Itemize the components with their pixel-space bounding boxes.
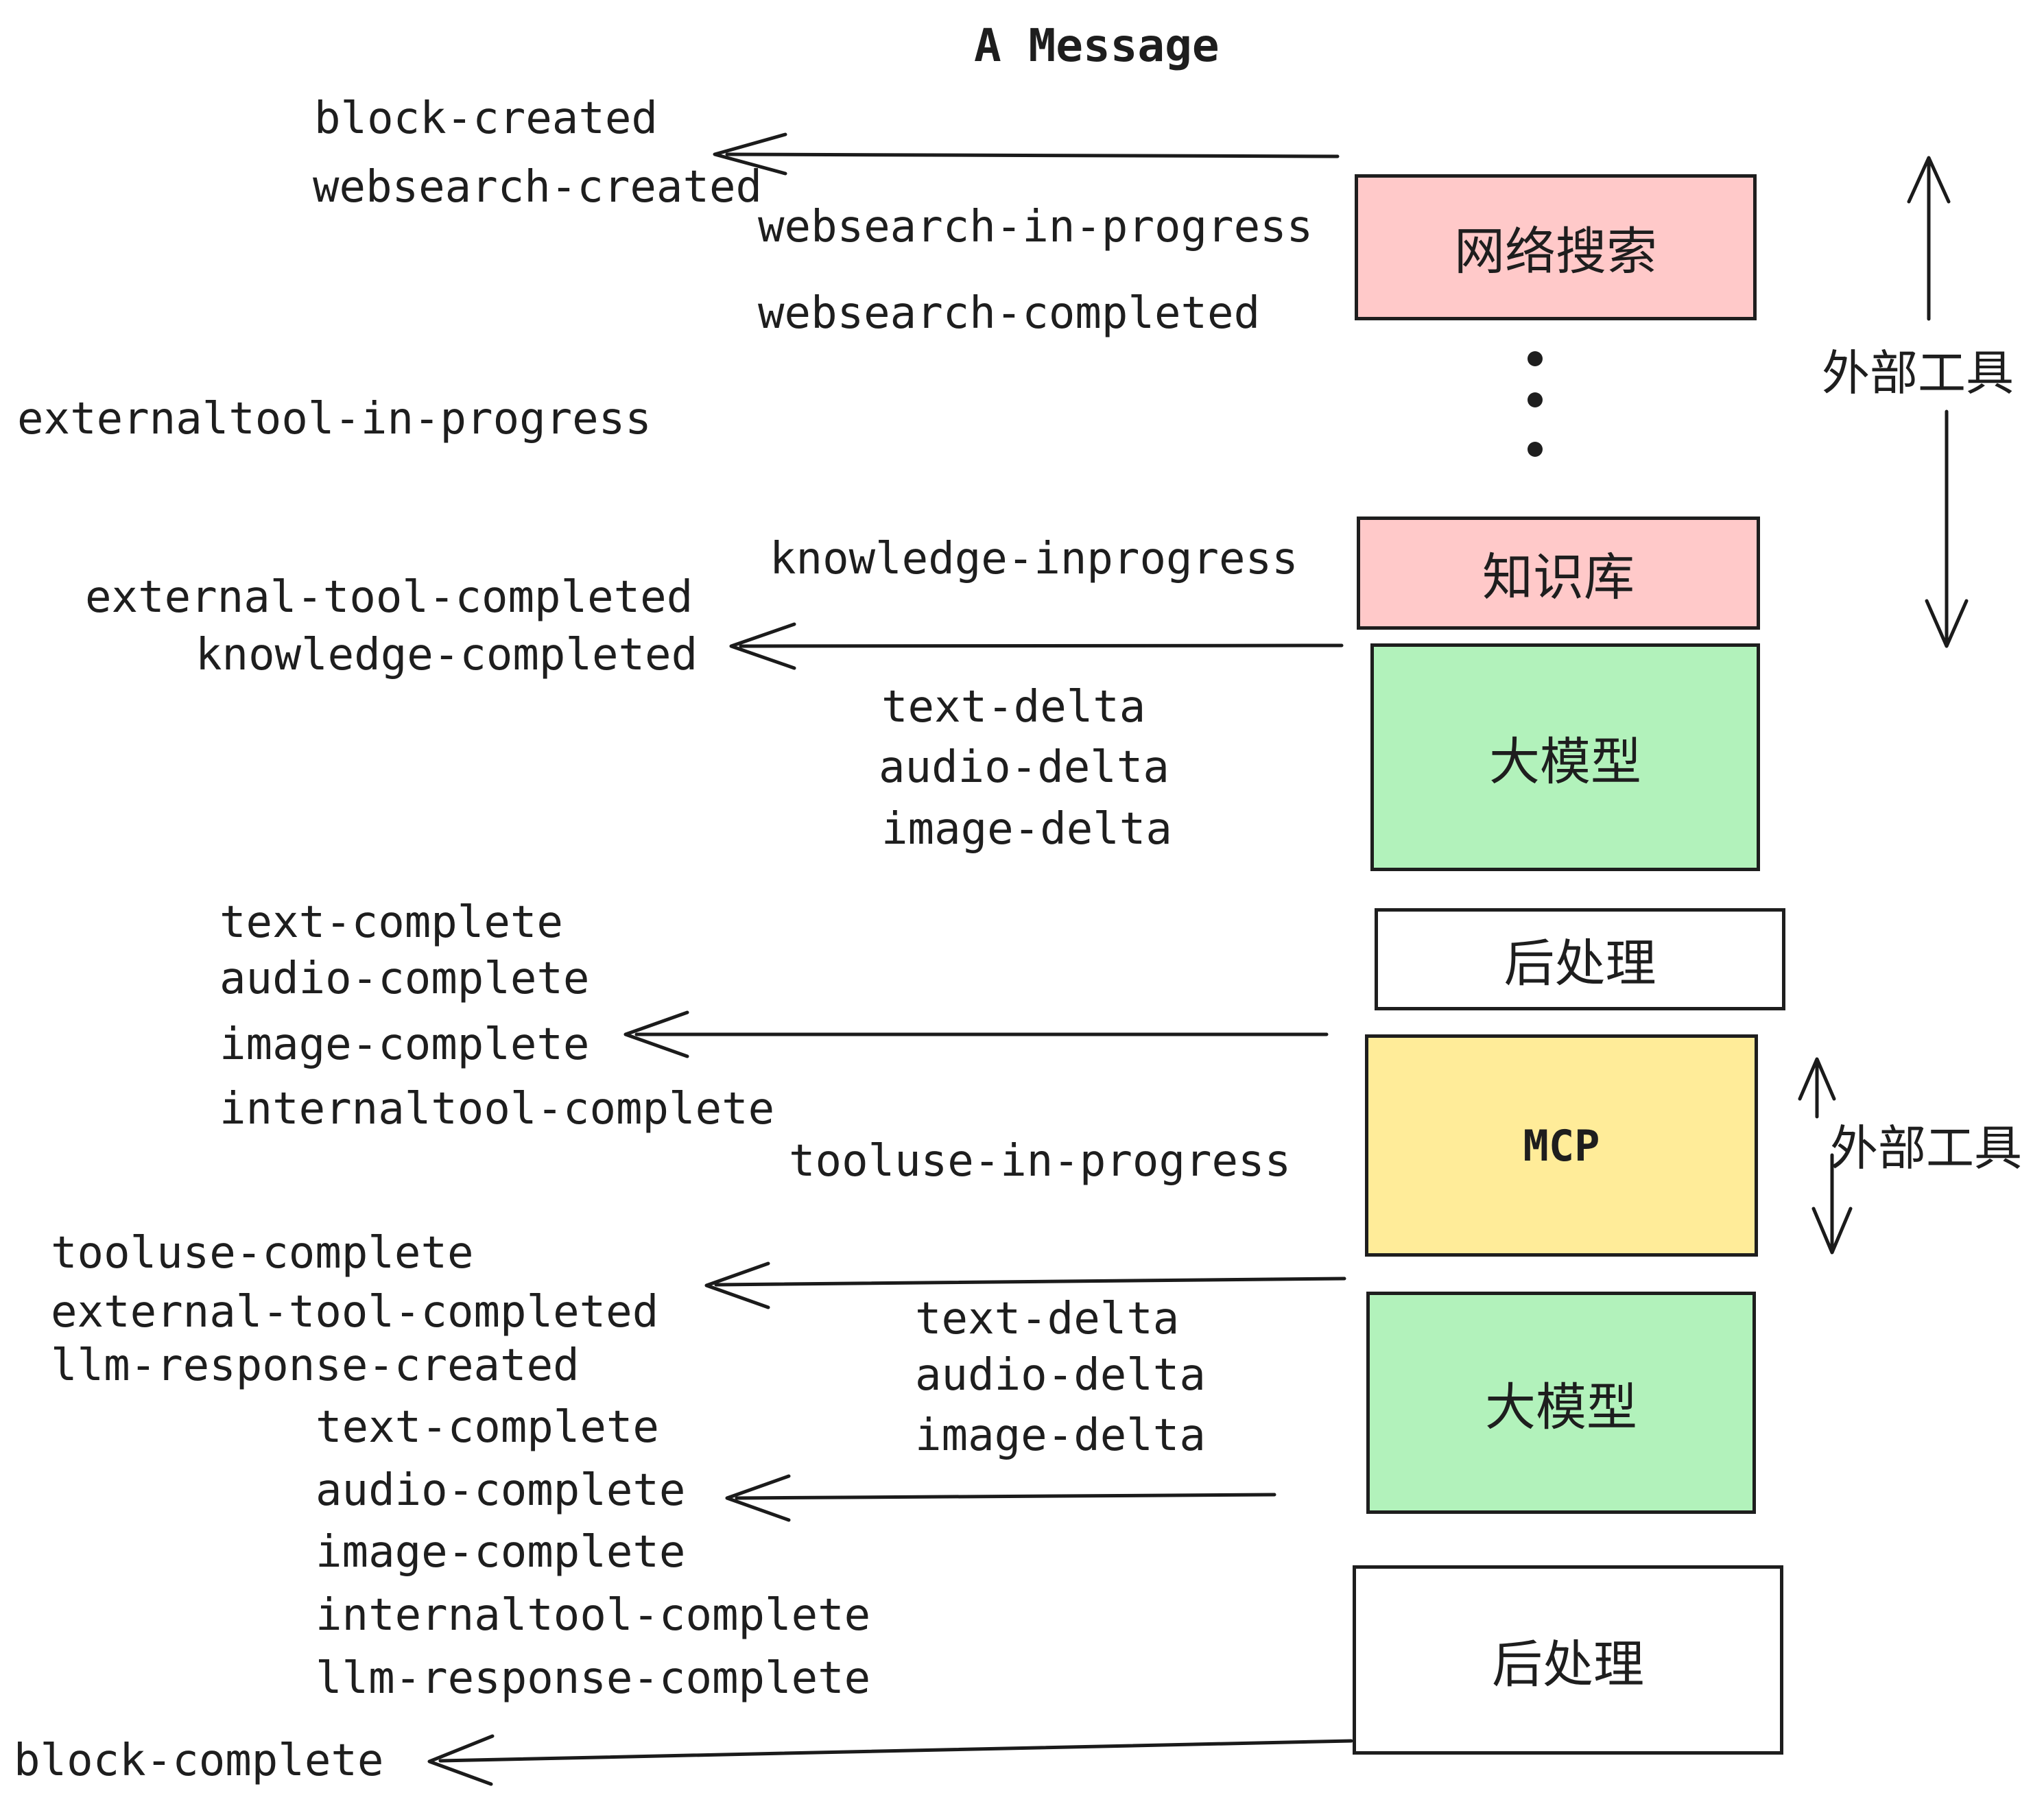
- box-knowledge-base-label: 知识库: [1482, 549, 1635, 606]
- ellipsis-dot-icon: [1528, 442, 1543, 457]
- event-label-knowledge-completed: knowledge-completed: [195, 630, 698, 680]
- event-label-internaltool-complete-2: internaltool-complete: [316, 1590, 871, 1641]
- event-label-audio-complete-2: audio-complete: [316, 1465, 686, 1516]
- box-websearch-label: 网络搜索: [1454, 223, 1657, 280]
- arrow-left-to-block-complete-icon: [427, 1734, 1353, 1786]
- event-label-llm-response-complete: llm-response-complete: [316, 1653, 871, 1704]
- box-llm-1: 大模型: [1370, 643, 1760, 871]
- event-label-text-delta-1: text-delta: [881, 682, 1146, 733]
- event-label-text-complete-2: text-complete: [316, 1402, 659, 1453]
- box-postprocess-2-label: 后处理: [1492, 1635, 1644, 1693]
- event-label-text-complete-1: text-complete: [219, 897, 563, 948]
- external-tools-down-arrow-1-icon: [1925, 410, 1969, 648]
- event-label-image-delta-1: image-delta: [881, 804, 1172, 855]
- box-postprocess-1: 后处理: [1375, 908, 1785, 1010]
- event-label-internaltool-complete-1: internaltool-complete: [219, 1084, 775, 1135]
- event-label-llm-response-created: llm-response-created: [51, 1340, 580, 1391]
- box-mcp: MCP: [1365, 1034, 1758, 1257]
- event-label-block-created: block-created: [314, 93, 658, 144]
- external-tools-annotation-2: 外部工具: [1830, 1121, 2022, 1175]
- arrow-left-to-websearch-created-icon: [713, 132, 1340, 176]
- event-label-image-delta-2: image-delta: [915, 1410, 1206, 1461]
- event-label-audio-complete-1: audio-complete: [219, 953, 590, 1004]
- event-label-tooluse-in-progress: tooluse-in-progress: [789, 1136, 1292, 1187]
- arrow-left-to-audio-complete-icon: [725, 1474, 1276, 1522]
- event-label-audio-delta-2: audio-delta: [915, 1350, 1206, 1401]
- ellipsis-dot-icon: [1528, 392, 1543, 407]
- event-label-websearch-in-progress: websearch-in-progress: [758, 202, 1314, 252]
- arrow-left-to-knowledge-completed-icon: [729, 622, 1344, 670]
- arrow-left-to-image-complete-icon: [623, 1010, 1329, 1058]
- box-llm-2: 大模型: [1366, 1292, 1756, 1514]
- event-label-image-complete-1: image-complete: [219, 1019, 590, 1070]
- box-llm-2-label: 大模型: [1485, 1378, 1637, 1436]
- event-label-external-tool-completed: external-tool-completed: [85, 572, 693, 623]
- box-websearch: 网络搜索: [1355, 174, 1757, 320]
- box-knowledge-base: 知识库: [1357, 517, 1760, 630]
- event-label-websearch-created: websearch-created: [313, 162, 763, 213]
- event-label-tooluse-complete: tooluse-complete: [51, 1228, 474, 1279]
- external-tools-up-arrow-1-icon: [1907, 156, 1951, 321]
- box-mcp-label: MCP: [1523, 1120, 1600, 1171]
- event-label-text-delta-2: text-delta: [915, 1294, 1180, 1344]
- external-tools-up-arrow-2-icon: [1798, 1057, 1836, 1119]
- event-label-audio-delta-1: audio-delta: [879, 742, 1169, 793]
- box-postprocess-1-label: 后处理: [1504, 935, 1656, 992]
- box-llm-1-label: 大模型: [1489, 733, 1641, 790]
- event-label-image-complete-2: image-complete: [316, 1527, 686, 1578]
- box-postprocess-2: 后处理: [1353, 1565, 1783, 1755]
- ellipsis-dot-icon: [1528, 351, 1543, 366]
- event-label-block-complete: block-complete: [14, 1735, 384, 1786]
- event-label-knowledge-inprogress: knowledge-inprogress: [770, 534, 1298, 584]
- external-tools-annotation-1: 外部工具: [1822, 346, 2014, 400]
- diagram-title: A Message: [974, 19, 1220, 72]
- event-label-external-tool-completed-2: external-tool-completed: [51, 1287, 659, 1338]
- event-label-externaltool-in-progress: externaltool-in-progress: [17, 394, 652, 444]
- event-label-websearch-completed: websearch-completed: [758, 288, 1261, 339]
